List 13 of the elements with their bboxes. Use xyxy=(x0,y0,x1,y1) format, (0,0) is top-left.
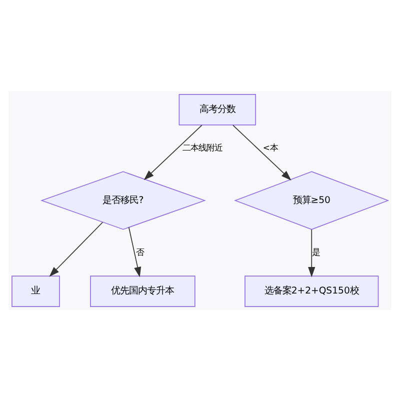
edge-label: 二本线附近 xyxy=(182,142,223,152)
node-box: 优先国内专升本 xyxy=(90,275,196,307)
arrow xyxy=(308,228,316,277)
edge-label: 否 xyxy=(136,246,144,256)
edge-label: 是 xyxy=(312,246,320,256)
arrow xyxy=(144,124,202,180)
arrow xyxy=(49,221,104,276)
node-box: 业 xyxy=(12,275,60,307)
node-box: 高考分数 xyxy=(178,93,256,125)
arrow xyxy=(232,124,292,180)
node-box: 选备案2+2+QS150校 xyxy=(244,275,379,307)
edge-label: <本 xyxy=(262,142,278,152)
arrow xyxy=(128,226,142,277)
